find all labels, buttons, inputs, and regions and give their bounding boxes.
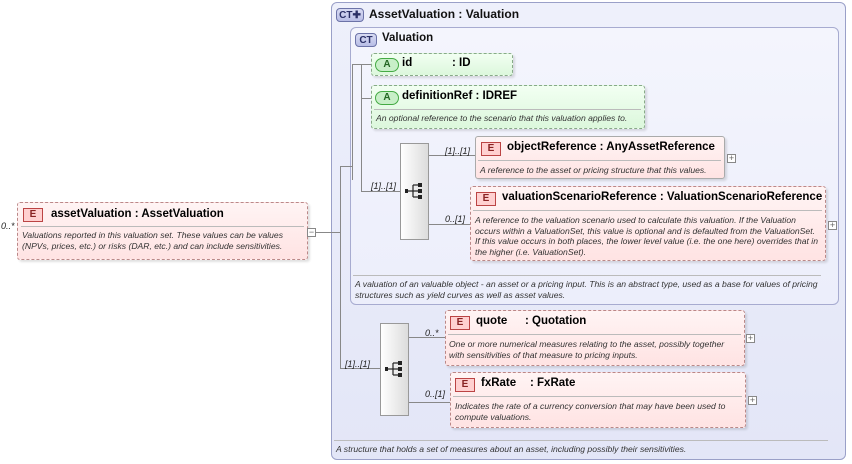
expand-plus-icon[interactable]: + [828, 220, 837, 230]
element-badge: E [450, 316, 470, 330]
fxrate-doc: Indicates the rate of a currency convers… [455, 401, 726, 422]
element-separator [448, 334, 741, 335]
fxrate-element[interactable] [450, 372, 746, 428]
root-cardinality: 0..* [1, 221, 15, 231]
connector-line [340, 166, 341, 368]
element-separator [453, 396, 742, 397]
outer-type-doc: A structure that holds a set of measures… [336, 444, 687, 454]
element-badge: E [455, 378, 475, 392]
element-badge: E [23, 208, 43, 222]
inner-type-separator [353, 275, 821, 276]
connector-line [340, 166, 352, 167]
connector-line [361, 191, 400, 192]
quote-name: quote [476, 315, 508, 327]
connector-line [409, 337, 445, 338]
quote-element[interactable] [445, 310, 745, 366]
assetvaluation-element[interactable] [17, 202, 308, 260]
root-element-doc: Valuations reported in this valuation se… [22, 230, 283, 251]
root-element-separator [21, 226, 304, 227]
attribute-badge: A [375, 58, 399, 72]
sequence-compositor-icon [385, 361, 402, 377]
valuationscenarioreference-element[interactable] [470, 186, 826, 261]
connector-line [316, 232, 340, 233]
root-element-name: assetValuation : AssetValuation [51, 208, 224, 220]
valuationscenarioreference-cardinality: 0..[1] [445, 214, 466, 224]
connector-line [352, 64, 353, 180]
complex-type-extension-badge: CT✚ [336, 8, 364, 22]
outer-type-title: AssetValuation : Valuation [369, 7, 520, 21]
attribute-definitionref-name: definitionRef : IDREF [402, 90, 518, 102]
collapse-minus-icon[interactable]: − [307, 227, 316, 237]
objectreference-name: objectReference : AnyAssetReference [507, 141, 715, 153]
quote-type: : Quotation [525, 315, 587, 327]
expand-plus-icon[interactable]: + [746, 333, 755, 343]
attribute-id[interactable] [371, 53, 513, 76]
fxrate-cardinality: 0..[1] [425, 389, 446, 399]
quote-cardinality: 0..* [425, 328, 439, 338]
objectreference-doc: A reference to the asset or pricing stru… [480, 165, 707, 175]
connector-line [361, 98, 372, 99]
inner-type-title: Valuation [382, 32, 434, 44]
connector-line [429, 224, 470, 225]
sequence-compositor-icon [405, 183, 422, 199]
fxrate-name: fxRate [481, 377, 517, 389]
expand-plus-icon[interactable]: + [748, 395, 757, 405]
inner-type-doc: A valuation of an valuable object - an a… [355, 279, 818, 300]
element-separator [478, 160, 721, 161]
connector-line [352, 64, 372, 65]
valuationscenarioreference-name: valuationScenarioReference : ValuationSc… [502, 191, 823, 203]
objectreference-cardinality: [1]..[1] [445, 146, 471, 156]
fxrate-type: : FxRate [530, 377, 576, 389]
element-badge: E [476, 192, 496, 206]
connector-line [429, 155, 475, 156]
element-separator [473, 210, 822, 211]
expand-plus-icon[interactable]: + [727, 153, 736, 163]
inner-sequence-cardinality: [1]..[1] [371, 181, 397, 191]
attribute-id-type: : ID [452, 57, 471, 69]
extension-plus-icon: ✚ [352, 10, 361, 21]
attribute-badge: A [375, 91, 399, 105]
connector-line [361, 64, 362, 191]
element-badge: E [481, 142, 501, 156]
complex-type-badge: CT [355, 33, 377, 47]
connector-line [409, 402, 450, 403]
connector-line [340, 368, 380, 369]
attribute-definitionref-doc: An optional reference to the scenario th… [376, 113, 628, 123]
quote-doc: One or more numerical measures relating … [449, 339, 725, 360]
valuationscenarioreference-doc: A reference to the valuation scenario us… [475, 215, 818, 257]
attribute-definitionref[interactable] [371, 85, 645, 129]
attribute-id-name: id [402, 57, 413, 69]
objectreference-element[interactable] [475, 136, 725, 179]
outer-sequence-cardinality: [1]..[1] [345, 359, 371, 369]
outer-type-separator [334, 440, 828, 441]
attribute-separator [374, 109, 641, 110]
